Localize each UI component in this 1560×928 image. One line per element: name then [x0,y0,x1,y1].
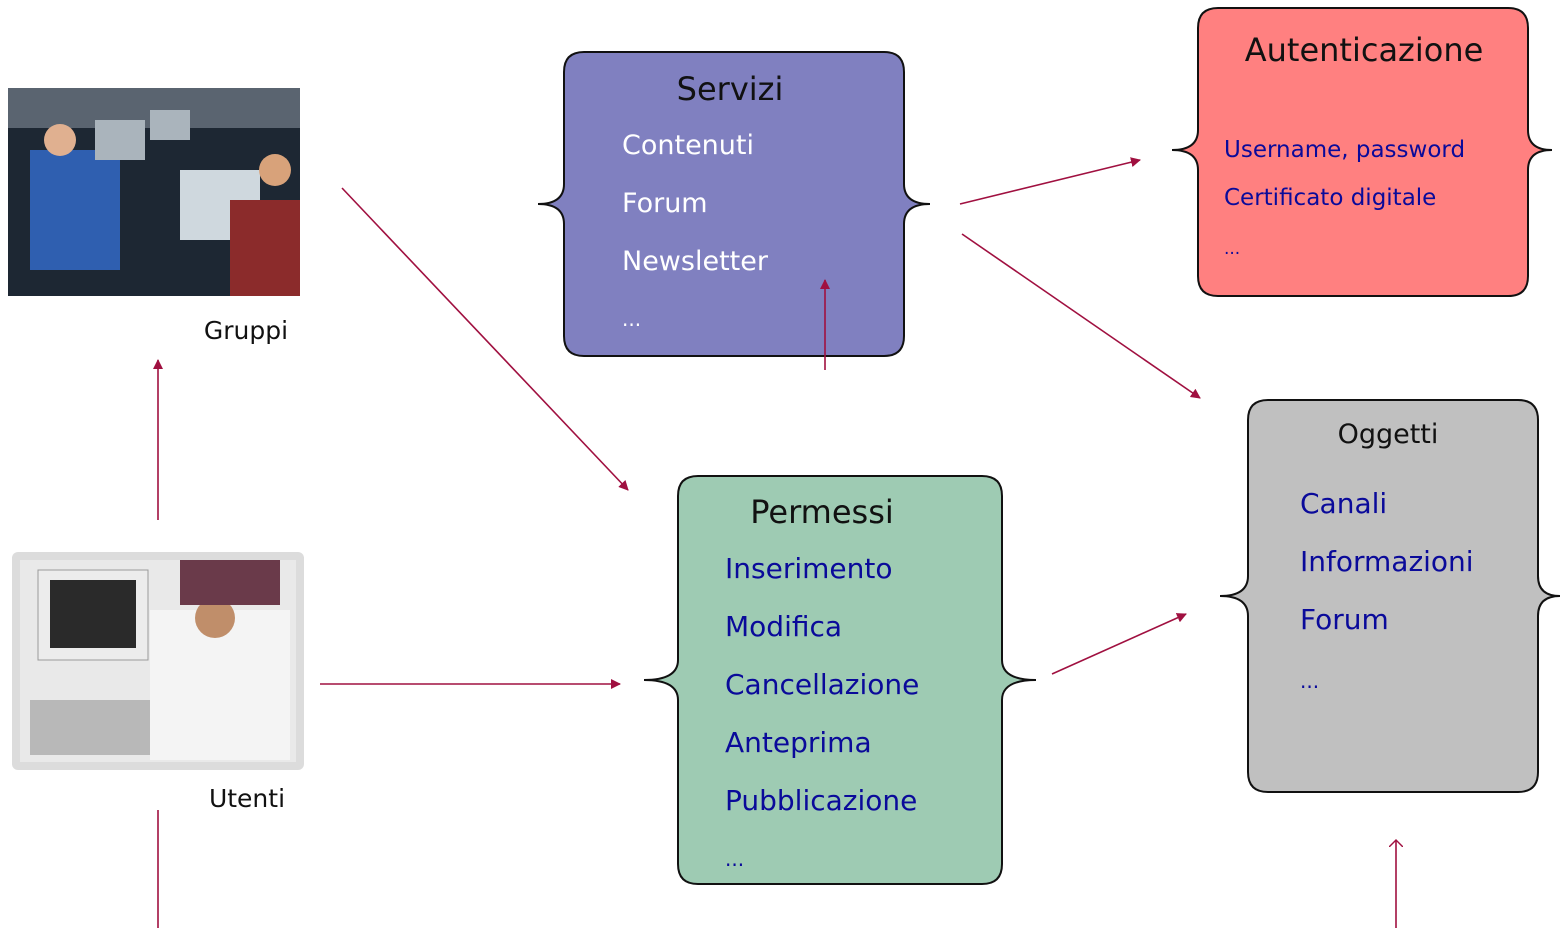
arrow-groups-to-permessi [341,187,629,491]
servizi-title: Servizi [677,70,784,108]
groups-photo [8,88,300,296]
servizi-item: Contenuti [622,130,754,161]
oggetti-item: ... [1300,669,1319,693]
servizi-item: ... [622,307,641,331]
autenticazione-item: Username, password [1224,137,1465,163]
permessi-title: Permessi [750,493,894,531]
groups-label: Gruppi [204,316,288,345]
oggetti-item: Forum [1300,603,1389,636]
arrow-servizi-to-oggetti [961,233,1201,399]
arrow-permessi-to-oggetti [1051,613,1187,675]
oggetti-item: Canali [1300,487,1387,520]
servizi-item: Forum [622,188,708,219]
oggetti-box [1219,399,1560,793]
oggetti-title: Oggetti [1338,419,1439,450]
oggetti-item: Informazioni [1300,545,1474,578]
permessi-box [643,475,1037,885]
permessi-item: Inserimento [725,552,892,585]
permessi-item: Cancellazione [725,668,919,701]
permessi-item: Modifica [725,610,842,643]
autenticazione-box [1171,7,1553,297]
servizi-box [537,51,931,357]
arrow-servizi-to-autenticazione [959,157,1141,205]
users-photo [12,552,304,770]
servizi-item: Newsletter [622,246,769,277]
autenticazione-item: ... [1224,239,1240,259]
permessi-item: Anteprima [725,726,872,759]
permessi-item: Pubblicazione [725,784,917,817]
autenticazione-item: Certificato digitale [1224,185,1436,211]
users-label: Utenti [209,784,285,813]
autenticazione-title: Autenticazione [1245,31,1484,69]
permessi-item: ... [725,847,744,871]
